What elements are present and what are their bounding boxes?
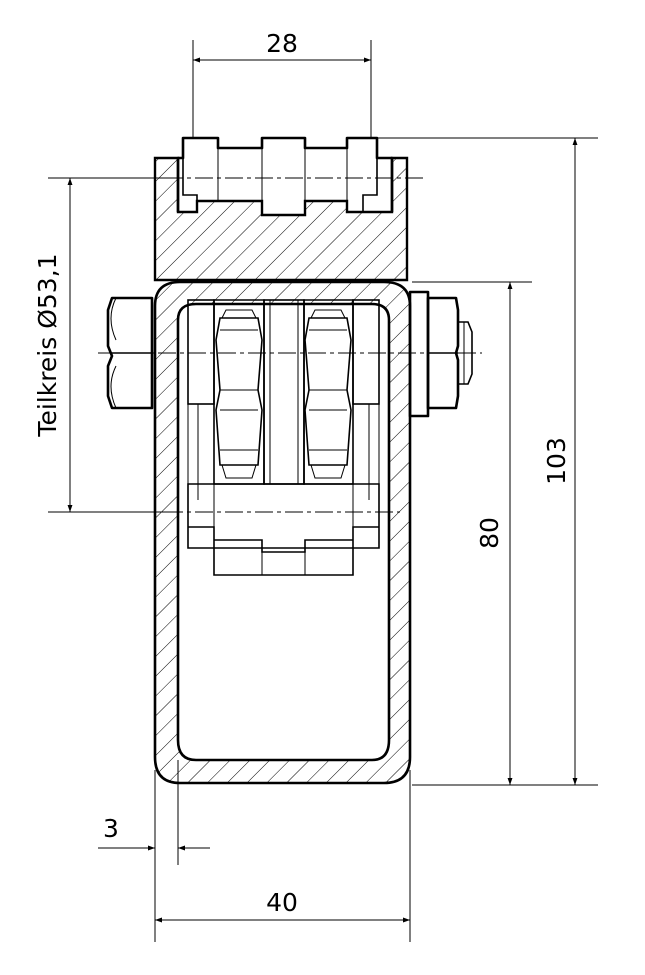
- dim-label-pitch-circle: Teilkreis Ø53,1: [33, 253, 62, 437]
- dimension-total-height: 103: [378, 137, 598, 786]
- dim-label-80: 80: [475, 517, 504, 549]
- dimension-wall-thickness: 3: [98, 760, 210, 865]
- dimension-pitch-circle: Teilkreis Ø53,1: [33, 177, 170, 513]
- dimension-frame-width: 40: [154, 770, 411, 942]
- dim-label-28: 28: [266, 29, 298, 58]
- dimension-top-width: 28: [192, 29, 372, 138]
- center-lines: [98, 177, 482, 513]
- nut-right: [408, 290, 473, 418]
- rack-block: [153, 156, 409, 282]
- dim-label-40: 40: [266, 888, 298, 917]
- dimension-frame-height: 80: [412, 281, 532, 785]
- inner-mechanism: [187, 299, 380, 576]
- dim-label-3: 3: [103, 814, 119, 843]
- top-rack-profile: [176, 136, 394, 212]
- u-frame: [153, 280, 412, 785]
- dim-label-103: 103: [542, 437, 571, 485]
